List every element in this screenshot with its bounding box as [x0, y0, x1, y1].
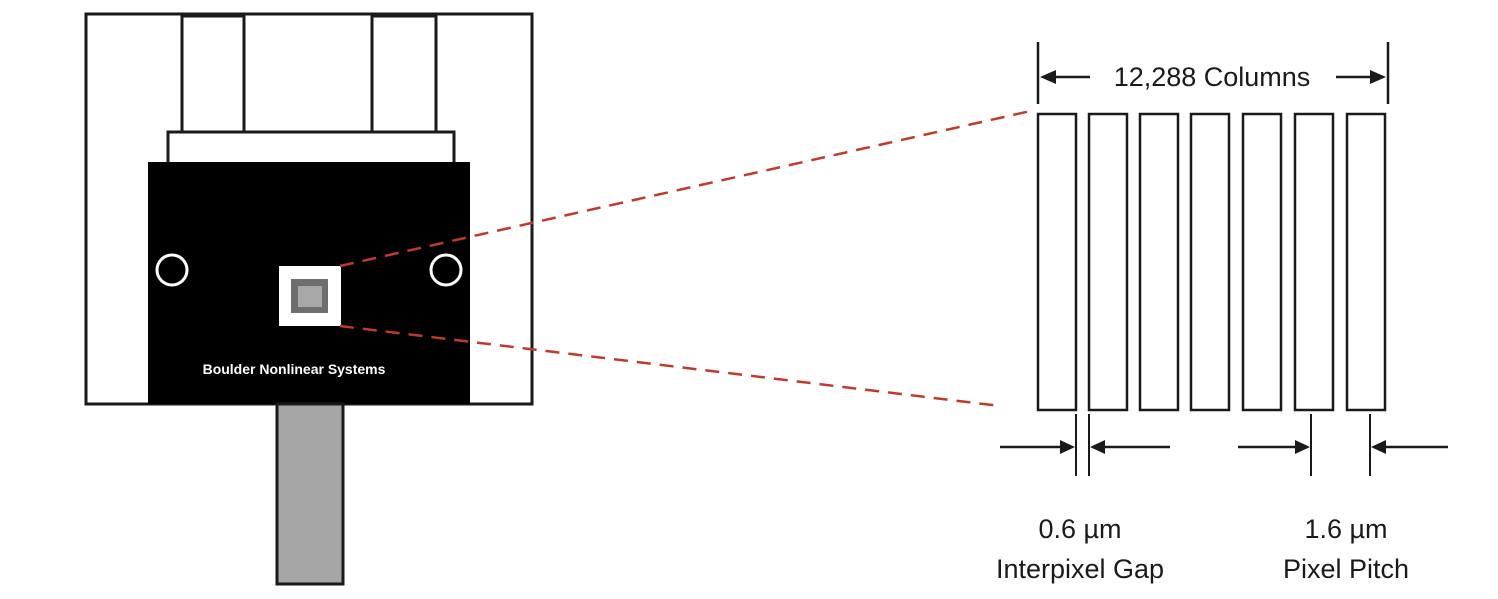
pixel-columns — [1036, 112, 1387, 412]
gap-dimension: 0.6 µm Interpixel Gap — [996, 414, 1170, 584]
pixel-column — [1241, 112, 1283, 412]
ribbon-cable — [275, 402, 345, 586]
mounting-strip — [166, 130, 456, 166]
pitch-label: Pixel Pitch — [1283, 554, 1409, 584]
slm-chip-active-area — [298, 286, 322, 307]
mounting-hole-right — [429, 253, 463, 287]
pixel-column — [1345, 112, 1387, 412]
pixel-column — [1087, 112, 1129, 412]
pixel-detail: 12,288 Columns 0.6 µm Interpixel Gap — [996, 42, 1448, 584]
columns-arrow-left-head — [1040, 70, 1056, 84]
pixel-column — [1189, 112, 1231, 412]
pixel-column — [1138, 112, 1180, 412]
zoom-line-bottom — [339, 324, 1001, 408]
device-housing: Boulder Nonlinear Systems — [84, 12, 534, 586]
zoom-lines — [339, 108, 1036, 408]
pitch-dimension: 1.6 µm Pixel Pitch — [1238, 414, 1448, 584]
zoom-line-top — [339, 108, 1036, 268]
pitch-value: 1.6 µm — [1304, 514, 1387, 544]
pitch-arrow-right-head — [1371, 440, 1386, 454]
pitch-arrow-left-head — [1295, 440, 1310, 454]
top-connector-right — [370, 14, 438, 134]
columns-arrow-right-head — [1370, 70, 1386, 84]
pixel-column — [1293, 112, 1335, 412]
mounting-hole-left — [155, 253, 189, 287]
gap-label: Interpixel Gap — [996, 554, 1164, 584]
gap-arrow-left-head — [1060, 440, 1075, 454]
gap-arrow-right-head — [1090, 440, 1105, 454]
board-label: Boulder Nonlinear Systems — [203, 361, 386, 377]
pixel-column — [1036, 112, 1078, 412]
gap-value: 0.6 µm — [1038, 514, 1121, 544]
columns-label: 12,288 Columns — [1114, 62, 1311, 92]
top-connector-left — [180, 14, 246, 134]
